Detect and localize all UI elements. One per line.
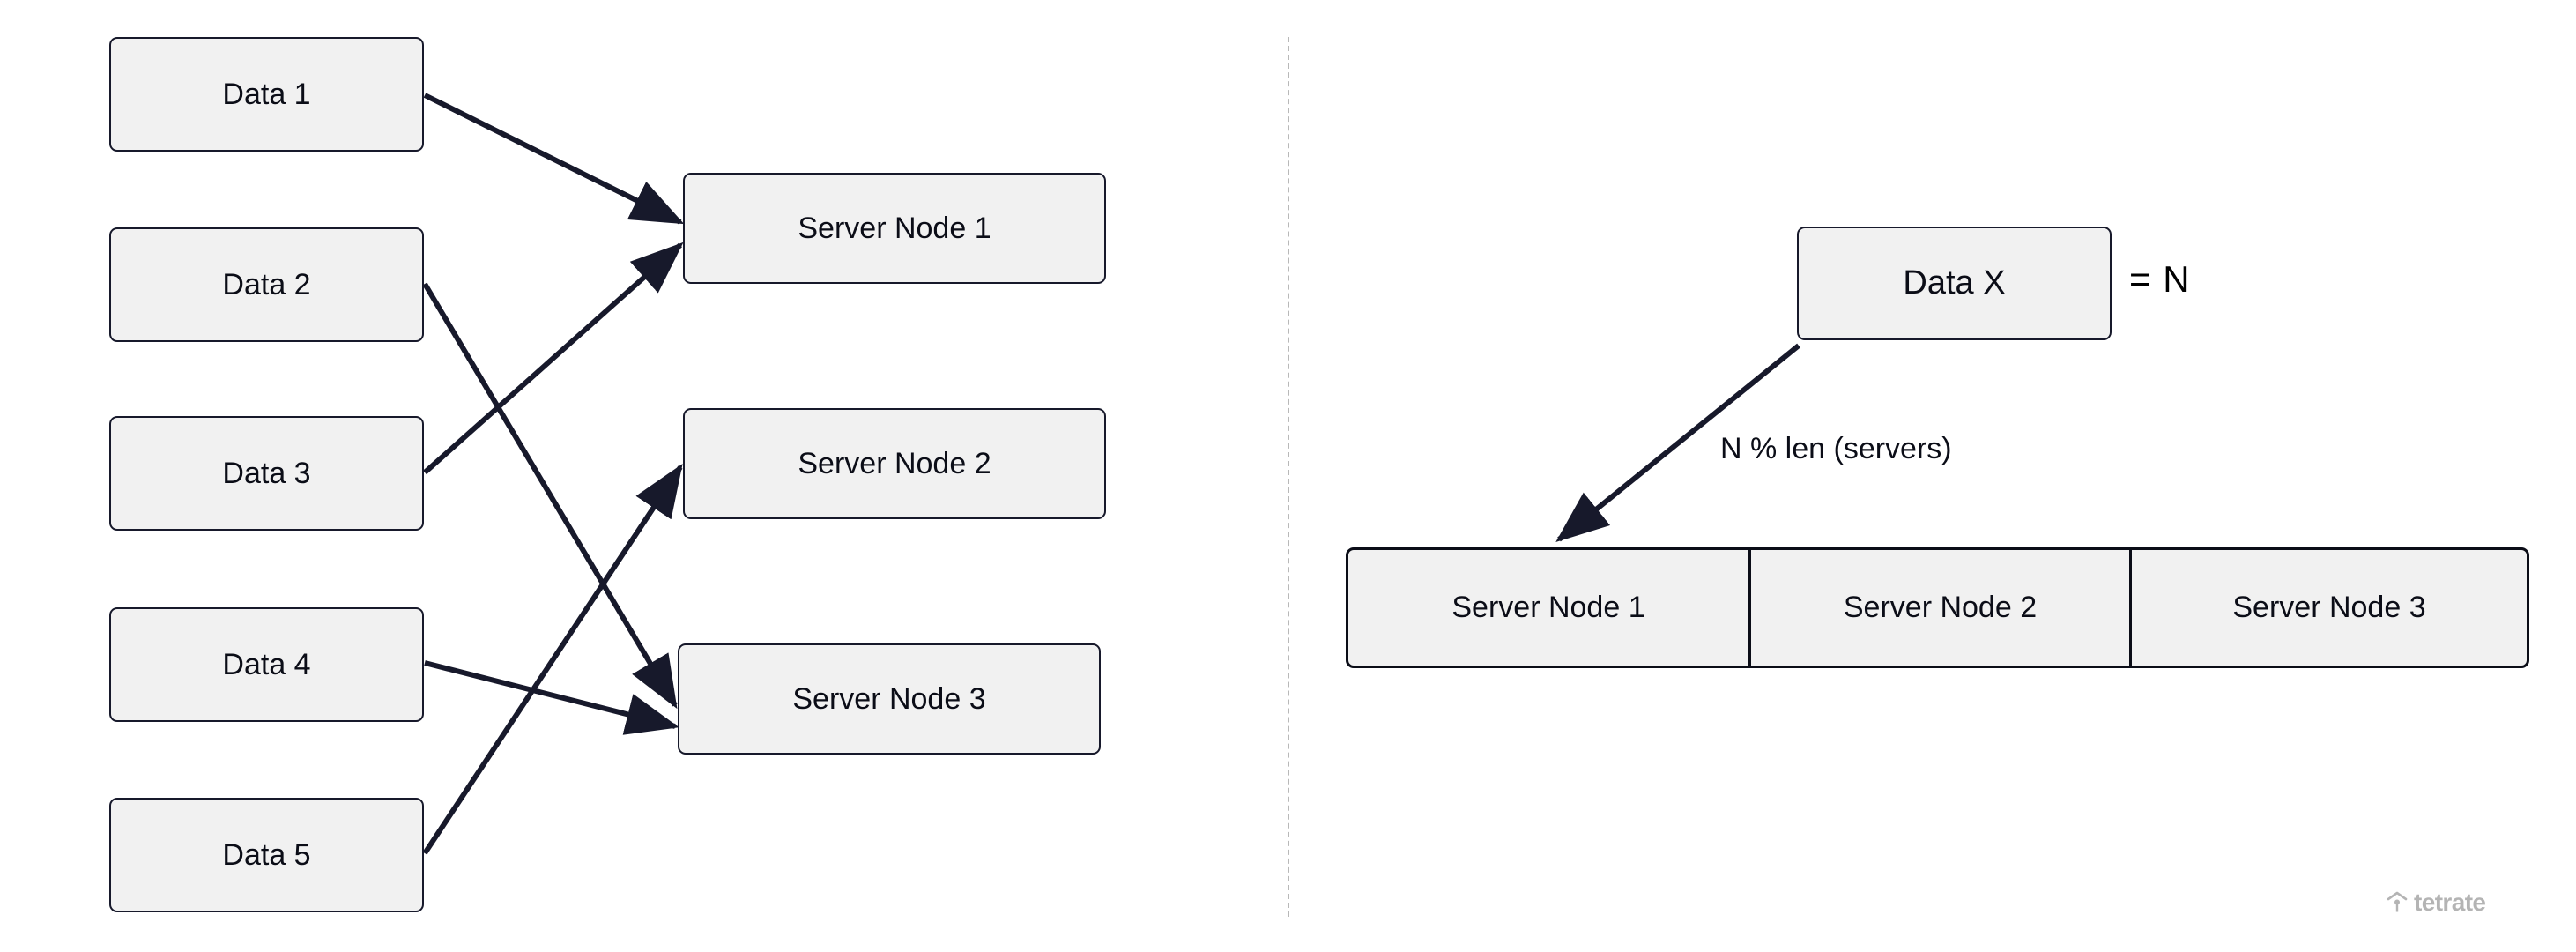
edge-data3-to-server1 [423, 242, 684, 475]
server-node-2[interactable]: Server Node 2 [683, 408, 1106, 519]
server-node-label: Server Node 1 [798, 211, 991, 245]
data-x-node[interactable]: Data X [1797, 227, 2112, 340]
equals-n-label: = N [2129, 258, 2191, 300]
data-node-label: Data 2 [222, 267, 311, 301]
data-node-4[interactable]: Data 4 [109, 607, 424, 722]
server-node-3[interactable]: Server Node 3 [678, 643, 1101, 755]
data-node-label: Data 3 [222, 456, 311, 490]
server-node-label: Server Node 2 [798, 446, 991, 480]
server-node-1[interactable]: Server Node 1 [683, 173, 1106, 284]
edge-data5-to-server2 [422, 463, 683, 855]
data-node-label: Data 1 [222, 77, 311, 111]
server-bar-cell-3[interactable]: Server Node 3 [2132, 550, 2527, 666]
server-bar-cell-1[interactable]: Server Node 1 [1348, 550, 1751, 666]
data-node-label: Data 5 [222, 837, 311, 872]
server-bar-cell-label: Server Node 1 [1451, 591, 1645, 624]
tetrate-logo-icon [2387, 891, 2408, 912]
brand-logo: tetrate [2387, 889, 2486, 916]
edge-data1-to-server1 [423, 93, 685, 225]
brand-name: tetrate [2414, 889, 2486, 916]
data-node-label: Data 4 [222, 647, 311, 681]
server-node-label: Server Node 3 [792, 681, 986, 716]
data-node-5[interactable]: Data 5 [109, 798, 424, 912]
edge-data2-to-server3 [422, 282, 678, 710]
data-node-1[interactable]: Data 1 [109, 37, 424, 152]
server-bar-cell-2[interactable]: Server Node 2 [1751, 550, 2132, 666]
panel-divider [1288, 37, 1289, 917]
edge-data4-to-server3 [424, 660, 679, 735]
data-node-3[interactable]: Data 3 [109, 416, 424, 531]
server-bar-cell-label: Server Node 3 [2232, 591, 2426, 624]
server-bar: Server Node 1 Server Node 2 Server Node … [1346, 547, 2529, 668]
server-bar-cell-label: Server Node 2 [1843, 591, 2038, 624]
modulo-formula-label: N % len (servers) [1720, 432, 1952, 465]
data-node-2[interactable]: Data 2 [109, 227, 424, 342]
data-x-label: Data X [1903, 264, 2006, 301]
